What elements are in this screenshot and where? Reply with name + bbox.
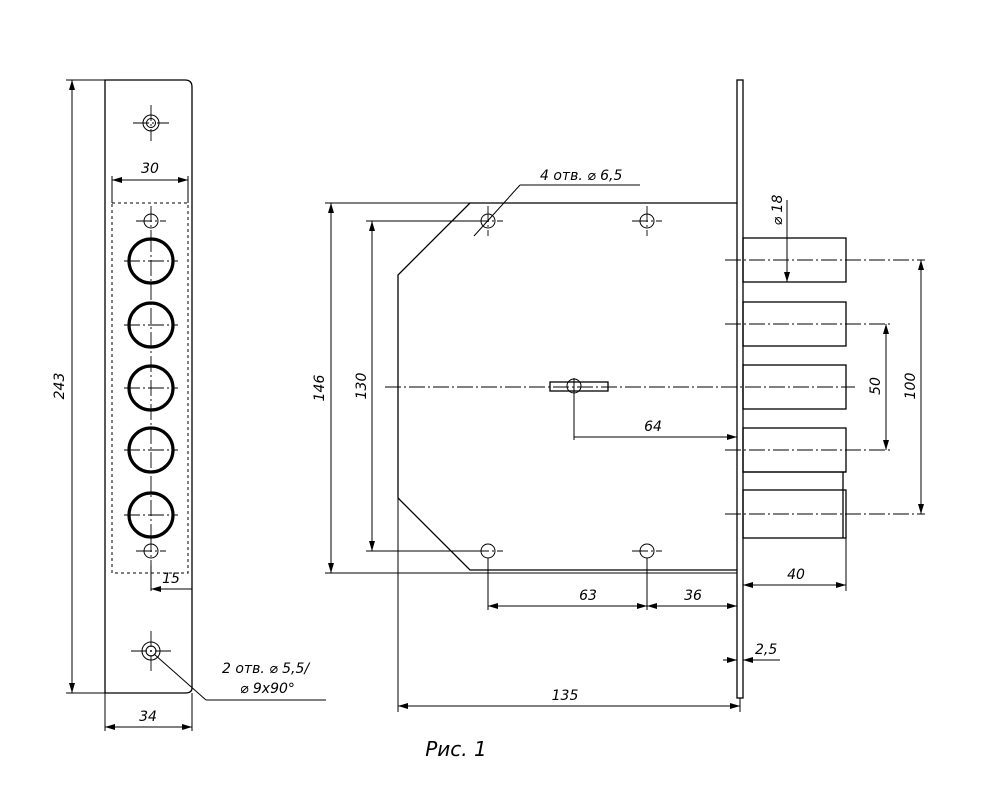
dim-bolt-span: 100: [903, 260, 924, 514]
note-mount-holes: 4 отв. ⌀ 6,5: [473, 168, 640, 237]
strike-plate-cutout: [111, 202, 189, 574]
screw-hole-top: [133, 105, 169, 141]
bolt-centerlines: [385, 259, 925, 515]
dim-height-inner: 130: [354, 220, 480, 552]
mount-hole-bl: [473, 543, 503, 610]
dim-hole-to-front-label: 36: [684, 588, 702, 604]
dim-key-to-front-label: 64: [644, 419, 662, 435]
dim-body-depth: 135: [397, 498, 741, 712]
mount-hole-br: [632, 543, 662, 610]
screw-hole-bottom: [131, 631, 171, 671]
dim-height-inner-label: 130: [354, 373, 370, 400]
note-plate-holes-line1: 2 отв. ⌀ 5,5/: [222, 661, 310, 677]
figure-caption: Рис. 1: [425, 737, 487, 761]
note-plate-holes: 2 отв. ⌀ 5,5/ ⌀ 9х90°: [153, 653, 326, 701]
strike-plate-view: 243 34 30 15 2 отв. ⌀ 5,5/ ⌀ 9х90°: [52, 79, 326, 731]
dim-bolt-projection-label: 40: [787, 567, 805, 583]
lock-body-view: 4 отв. ⌀ 6,5 ⌀ 18 146 130 64: [312, 79, 925, 712]
dim-plate-width-label: 34: [139, 709, 157, 725]
dim-plate-height-label: 243: [52, 373, 68, 400]
dim-hole-spacing-label: 63: [579, 588, 597, 604]
dim-bolt-projection: 40: [743, 538, 847, 591]
faceplate: [736, 79, 744, 699]
note-mount-holes-label: 4 отв. ⌀ 6,5: [540, 168, 622, 184]
dim-height-outer: 146: [312, 202, 737, 574]
dim-faceplate-thickness-label: 2,5: [755, 642, 777, 658]
cutout-hole-bottom: [136, 536, 166, 566]
key-spindle: [549, 378, 609, 440]
bolts: [742, 237, 847, 539]
bolt-holes: [124, 236, 178, 540]
cutout-hole-top: [136, 206, 166, 236]
dim-offset: 15: [150, 565, 192, 592]
dim-bolt-span-label: 100: [903, 373, 919, 400]
dim-plate-height: 243: [52, 79, 105, 694]
dim-plate-width: 34: [104, 693, 193, 731]
mount-hole-tr: [632, 206, 662, 236]
dim-offset-label: 15: [162, 571, 180, 587]
dim-bolt-pitch: 50: [868, 324, 889, 450]
dim-body-depth-label: 135: [552, 688, 579, 704]
dim-hole-span: 30: [111, 161, 189, 203]
dim-hole-spacing: 63 36: [488, 573, 738, 612]
note-plate-holes-line2: ⌀ 9х90°: [240, 681, 295, 697]
dim-bolt-diameter-label: ⌀ 18: [770, 195, 786, 226]
dim-bolt-pitch-label: 50: [868, 377, 884, 395]
dim-faceplate-thickness: 2,5: [723, 642, 780, 663]
dim-key-to-front: 64: [574, 419, 737, 440]
dim-bolt-diameter: ⌀ 18: [770, 195, 790, 282]
dim-height-outer-label: 146: [312, 375, 328, 402]
dim-hole-span-label: 30: [141, 161, 159, 177]
